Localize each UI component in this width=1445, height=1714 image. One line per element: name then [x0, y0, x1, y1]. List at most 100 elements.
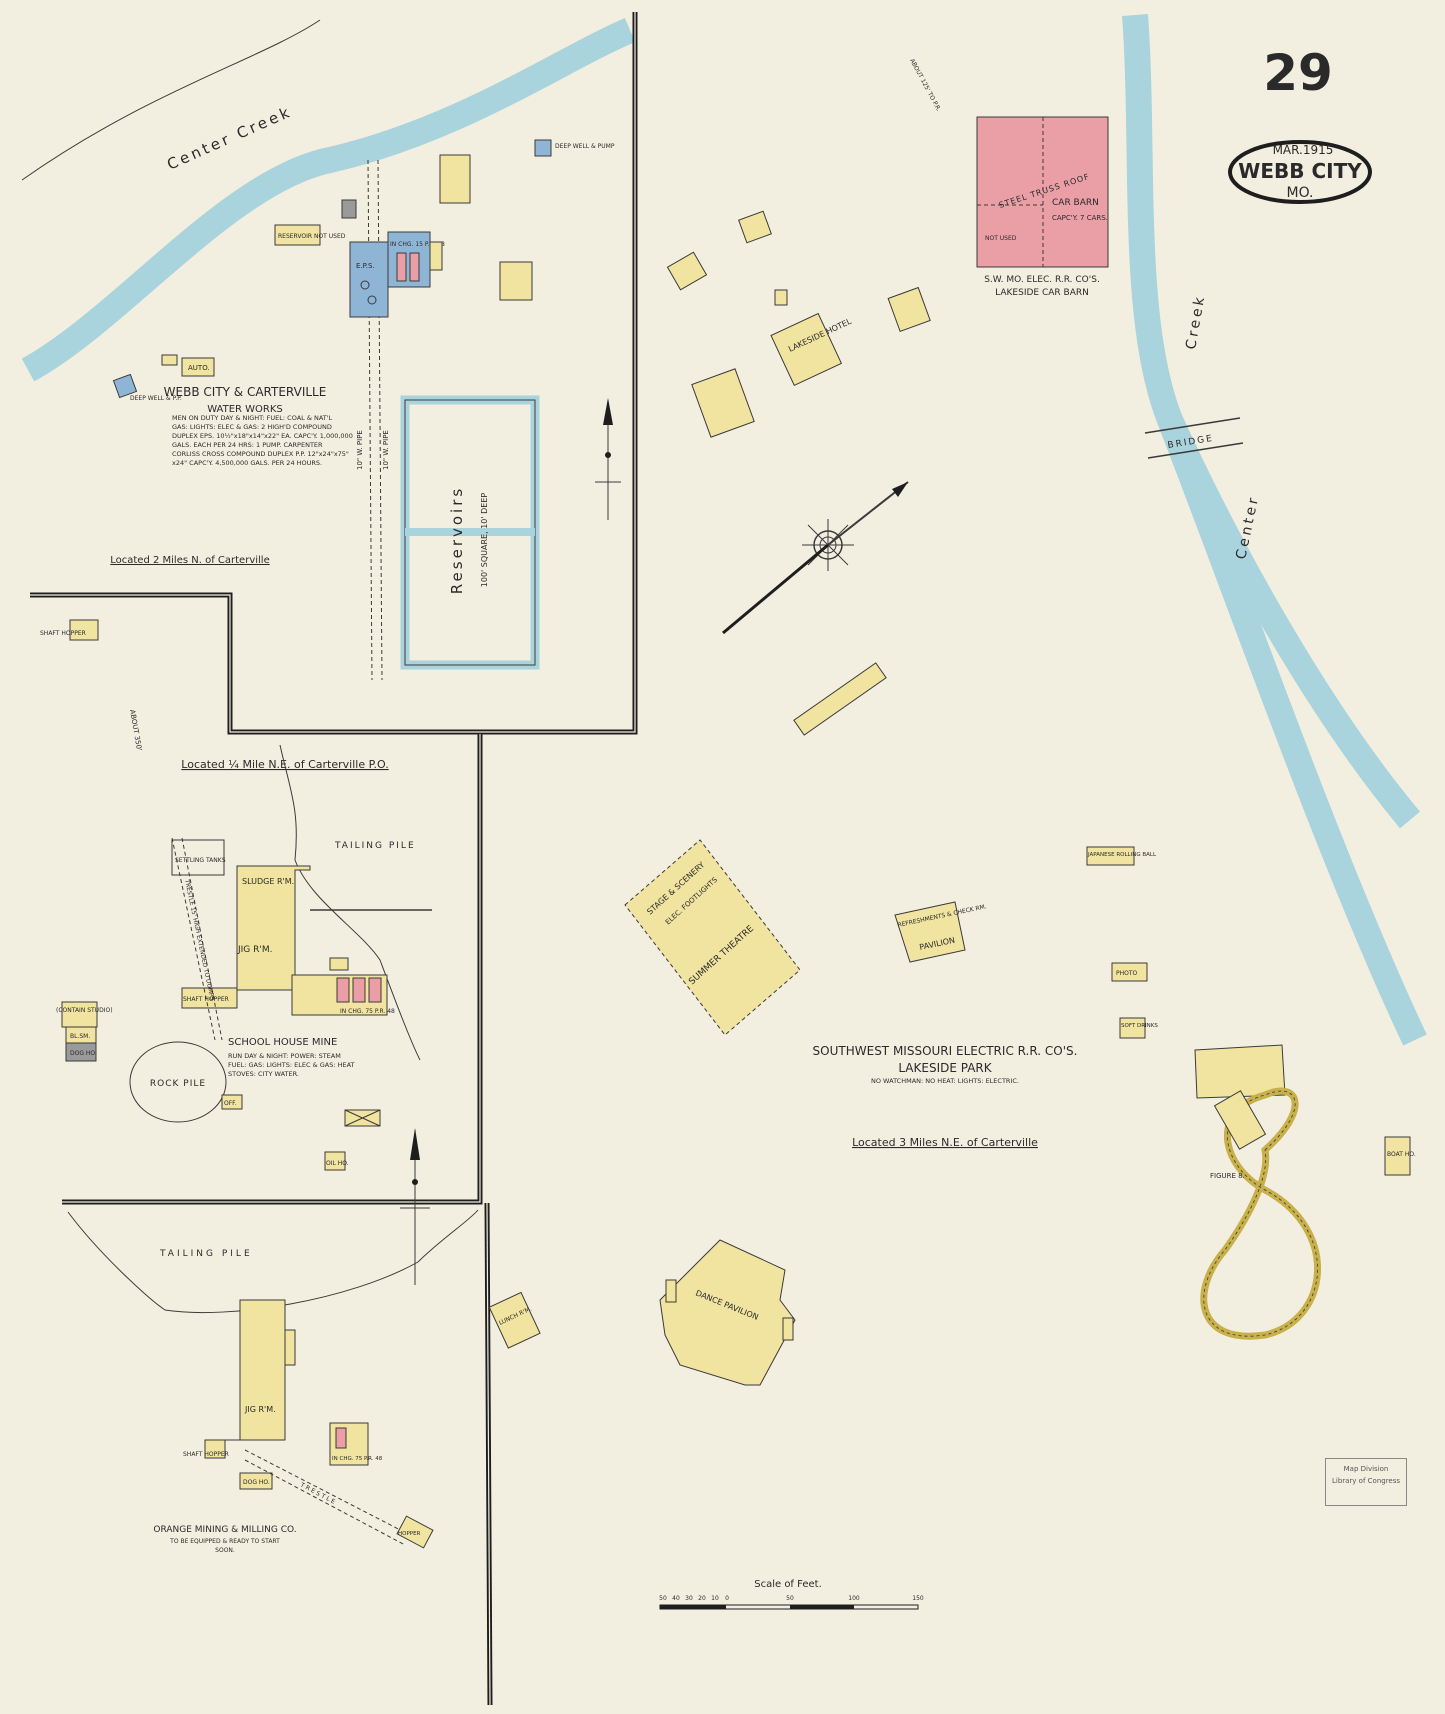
shaft-hopper-label: SHAFT HOPPER — [183, 996, 229, 1003]
lakeside-park-title-2: LAKESIDE PARK — [898, 1061, 992, 1075]
reservoir-not-used — [274, 224, 321, 246]
bridge-line-b — [1147, 442, 1244, 459]
figure8-station — [1194, 1044, 1286, 1099]
title-cartouche — [1228, 140, 1372, 204]
svg-text:SOON.: SOON. — [215, 1547, 235, 1554]
library-stamp: Map Division Library of Congress — [1325, 1458, 1407, 1506]
scale-title: Scale of Feet. — [754, 1579, 822, 1590]
scale-ticks: 50 40 30 20 10 0 50 100 150 — [659, 1595, 924, 1602]
shaft-hopper-top — [69, 619, 99, 641]
orange-trestle — [244, 1449, 411, 1546]
dwelling-ww-b — [499, 261, 533, 301]
boiler-a — [396, 252, 407, 282]
boiler-b — [409, 252, 420, 282]
water-works-title-1: WEBB CITY & CARTERVILLE — [164, 385, 327, 399]
compass-rose — [722, 481, 909, 635]
water-works-notes: MEN ON DUTY DAY & NIGHT: FUEL: COAL & NA… — [172, 414, 353, 467]
svg-text:150: 150 — [912, 1595, 924, 1602]
studio-label: (CONTAIN STUDIO) — [56, 1007, 113, 1014]
studio-building — [61, 1001, 98, 1028]
soft-drinks-building — [1119, 1017, 1146, 1039]
dwelling-ww-a — [439, 154, 471, 204]
small-shed-ww — [161, 354, 178, 366]
pump-symbol-a — [360, 280, 370, 290]
svg-text:TO BE EQUIPPED & READY TO STAR: TO BE EQUIPPED & READY TO START — [169, 1538, 280, 1545]
shaft-hopper — [181, 987, 238, 1009]
japanese-label: JAPANESE ROLLING BALL — [1087, 852, 1157, 858]
svg-text:FUEL: GAS: LIGHTS: ELEC & GAS:: FUEL: GAS: LIGHTS: ELEC & GAS: HEAT — [228, 1061, 355, 1069]
dog-ho-building — [65, 1042, 97, 1062]
orange-boiler — [335, 1427, 347, 1449]
boat-ho-label: BOAT HO. — [1387, 1151, 1416, 1158]
dance-pavilion-porch-b — [782, 1317, 794, 1341]
scale-bar — [659, 1604, 919, 1610]
orange-mining-title: ORANGE MINING & MILLING CO. — [153, 1525, 296, 1535]
park-dwelling-a — [887, 286, 931, 333]
figure8-label: FIGURE 8. — [1210, 1172, 1245, 1180]
orange-dog-ho — [239, 1472, 273, 1490]
reservoirs-label: Reservoirs — [448, 486, 466, 594]
sheet-date: MAR.1915 — [1273, 143, 1334, 157]
refreshment-pavilion — [894, 901, 966, 963]
mine-boiler-a — [336, 977, 350, 1003]
engine-house — [349, 241, 389, 318]
trestle-lines — [171, 837, 223, 1041]
sheet-city: WEBB CITY — [1238, 159, 1362, 183]
svg-text:40: 40 — [672, 1595, 680, 1602]
rock-pile-outline — [129, 1041, 227, 1123]
orange-in-chg: IN CHG. 75 P.R. 48 — [332, 1456, 383, 1462]
creek-right-lower — [1157, 415, 1427, 1046]
deep-well-pump-house — [534, 139, 552, 157]
dance-pavilion — [659, 1239, 796, 1386]
settling-tanks-label: SETTLING TANKS — [175, 857, 226, 864]
orange-jig-annex — [284, 1329, 296, 1366]
japanese-rolling-ball — [1086, 846, 1135, 866]
park-shed-a — [738, 210, 772, 244]
orange-dog-ho-label: DOG HO. — [243, 1479, 270, 1486]
figure-eight-outline — [1203, 1090, 1318, 1337]
lakeside-park-title-1: SOUTHWEST MISSOURI ELECTRIC R.R. CO'S. — [813, 1044, 1078, 1058]
center-creek-upper-left — [21, 18, 636, 382]
tailing-pile-outline — [279, 744, 421, 1061]
svg-text:RUN DAY & NIGHT: POWER: STEAM: RUN DAY & NIGHT: POWER: STEAM — [228, 1052, 341, 1060]
car-barn-title-2: LAKESIDE CAR BARN — [995, 288, 1089, 298]
lakeside-park-notes: NO WATCHMAN: NO HEAT: LIGHTS: ELECTRIC. — [871, 1077, 1019, 1085]
water-works-shed — [429, 241, 443, 271]
svg-text:GAS: LIGHTS: ELEC & GAS: 2 HIG: GAS: LIGHTS: ELEC & GAS: 2 HIGH'D COMPOU… — [172, 423, 332, 431]
svg-text:GALS. EACH PER 24 HRS: 1 PUMP.: GALS. EACH PER 24 HRS: 1 PUMP. CARPENTER — [172, 441, 323, 449]
orange-mining-notes: TO BE EQUIPPED & READY TO START SOON. — [169, 1538, 280, 1554]
svg-text:50: 50 — [659, 1595, 667, 1602]
tailing-pile-lower-label: TAILING PILE — [159, 1249, 253, 1259]
water-works-title-2: WATER WORKS — [207, 404, 283, 415]
bl-sm-label: BL.SM. — [70, 1033, 90, 1040]
sheet-state: MO. — [1287, 185, 1314, 201]
lunch-room — [488, 1291, 541, 1349]
school-house-notes: RUN DAY & NIGHT: POWER: STEAM FUEL: GAS:… — [228, 1052, 355, 1078]
stamp-line-1: Map Division — [1343, 1465, 1389, 1473]
oil-ho-label: OIL HO. — [326, 1160, 349, 1167]
summer-theatre — [624, 839, 801, 1036]
reservoir-not-used-label: RESERVOIR NOT USED — [278, 233, 346, 240]
car-barn-cap: CAPC'Y. 7 CARS. — [1052, 214, 1108, 222]
off-label: OFF. — [224, 1100, 237, 1107]
school-house-title: SCHOOL HOUSE MINE — [228, 1037, 337, 1048]
tailing-pile-label-top: TAILING PILE — [334, 841, 416, 851]
soft-drinks-label: SOFT DRINKS — [1121, 1023, 1158, 1029]
svg-text:x24" CAPC'Y. 4,500,000 GALS. P: x24" CAPC'Y. 4,500,000 GALS. PER 24 HOUR… — [172, 459, 322, 467]
shaft-hopper-top-label: SHAFT HOPPER — [40, 630, 86, 637]
svg-text:30: 30 — [685, 1595, 693, 1602]
water-works-in-chg: IN CHG. 15 P.R. 48 — [390, 241, 445, 248]
deep-well-label: DEEP WELL & P.P. — [130, 395, 182, 402]
deep-well-pump-label: DEEP WELL & PUMP — [555, 143, 615, 150]
lakeside-hotel — [770, 312, 843, 387]
orange-hopper — [396, 1515, 434, 1549]
svg-text:DUPLEX EPS. 10½"x18"x14"x22" E: DUPLEX EPS. 10½"x18"x14"x22" EA. CAPC'Y.… — [172, 432, 353, 440]
car-barn-title-1: S.W. MO. ELEC. R.R. CO'S. — [984, 275, 1100, 285]
svg-text:0: 0 — [725, 1595, 729, 1602]
svg-text:50: 50 — [786, 1595, 794, 1602]
small-shed-mine — [329, 957, 349, 971]
orange-jig-label: JIG R'M. — [244, 1405, 276, 1414]
pipe-label-a: 10" W. PIPE — [356, 430, 364, 470]
water-works-location: Located 2 Miles N. of Carterville — [110, 555, 269, 566]
not-used-label: NOT USED — [985, 235, 1017, 242]
